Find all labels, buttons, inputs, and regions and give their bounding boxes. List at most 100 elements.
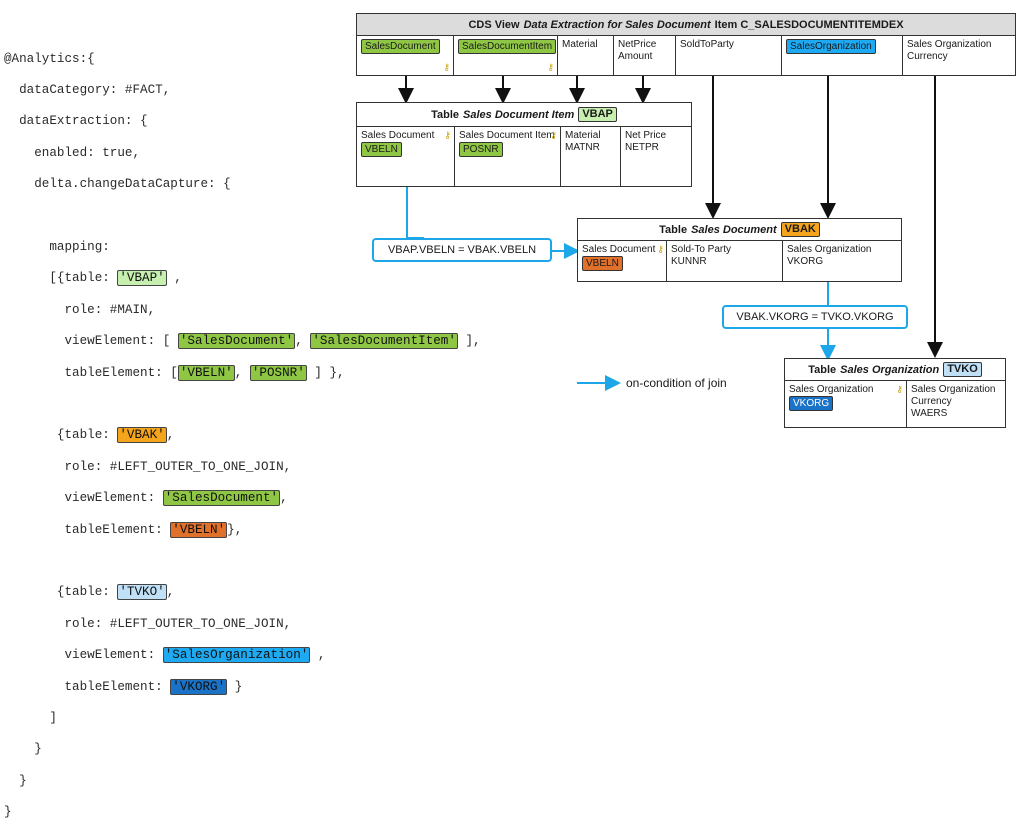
code-line: tableElement: 'VKORG' }	[4, 678, 481, 696]
vbak-title-text: Table	[659, 223, 688, 236]
cds-tag: SalesDocumentItem	[458, 39, 557, 54]
key-icon: ⚷	[444, 130, 451, 140]
code-line: viewElement: 'SalesDocument',	[4, 490, 481, 507]
code-line: ]	[4, 710, 57, 725]
join-condition-vbeln: VBAP.VBELN = VBAK.VBELN	[372, 238, 552, 262]
vbap-field: MATNR	[565, 142, 600, 153]
key-icon: ⚷	[443, 62, 450, 72]
code-line: tableElement: 'VBELN'},	[4, 521, 481, 539]
code-text: [{table:	[4, 271, 118, 286]
key-icon: ⚷	[896, 384, 903, 394]
code-text: ,	[166, 428, 175, 443]
vbak-label: Sales Organization	[787, 244, 872, 255]
code-text: }	[227, 679, 243, 694]
code-text: ] },	[306, 365, 345, 380]
legend-label: on-condition of join	[626, 376, 727, 390]
code-text: ,	[310, 648, 326, 663]
code-tag-vbap: 'VBAP'	[117, 270, 167, 287]
vbap-field: NETPR	[625, 142, 659, 153]
cds-title-text: Item C_SALESDOCUMENTITEMDEX	[714, 18, 904, 31]
code-text: ,	[234, 365, 250, 380]
cds-title-italic: Data Extraction for Sales Document	[523, 18, 711, 31]
code-text: },	[227, 522, 243, 537]
vbap-tag: VBAP	[578, 107, 617, 122]
vbak-label: Sales Document	[582, 244, 656, 255]
cds-title-text: CDS View	[468, 18, 520, 31]
code-text: {table:	[4, 585, 118, 600]
code-tag-salesorganization: 'SalesOrganization'	[162, 647, 311, 664]
vbak-field: KUNNR	[671, 256, 707, 267]
cds-col-netprice: NetPrice Amount	[614, 36, 676, 75]
cds-col-material: Material	[558, 36, 614, 75]
code-line: dataCategory: #FACT,	[4, 83, 171, 98]
code-line: }	[4, 805, 12, 820]
cds-tag: SalesDocument	[361, 39, 440, 54]
code-line: mapping:	[4, 240, 110, 255]
code-tag-vbeln: 'VBELN'	[170, 521, 228, 538]
vbap-label: Net Price	[625, 130, 667, 141]
code-line: {table: 'TVKO',	[4, 584, 481, 601]
code-tag-salesdocumentitem: 'SalesDocumentItem'	[310, 333, 458, 350]
tvko-tag: TVKO	[943, 362, 982, 377]
code-tag-vkorg: 'VKORG'	[170, 678, 228, 695]
join-condition-vkorg: VBAK.VKORG = TVKO.VKORG	[722, 305, 908, 329]
vbak-title-italic: Sales Document	[691, 223, 777, 236]
cds-col-salesorganization: SalesOrganization	[782, 36, 903, 75]
vbap-field-tag: VBELN	[361, 142, 402, 157]
cds-view-title: CDS View Data Extraction for Sales Docum…	[357, 14, 1015, 36]
code-text: tableElement: [	[4, 365, 178, 380]
vbak-field-tag: VBELN	[582, 256, 623, 271]
code-text: viewElement: [	[4, 334, 178, 349]
vbap-title-text: Table	[431, 108, 460, 121]
code-text: tableElement:	[4, 679, 171, 694]
code-line: enabled: true,	[4, 145, 141, 160]
vbap-field-tag: POSNR	[459, 142, 503, 157]
code-text: ,	[295, 334, 311, 349]
code-tag-vbak: 'VBAK'	[117, 427, 167, 444]
code-tag-vbeln: 'VBELN'	[177, 364, 235, 381]
cds-view-box: CDS View Data Extraction for Sales Docum…	[356, 13, 1016, 76]
code-text: viewElement:	[4, 491, 163, 506]
vbap-label: Material	[565, 130, 601, 141]
code-line: role: #LEFT_OUTER_TO_ONE_JOIN,	[4, 616, 292, 631]
cds-col-salesdocument: SalesDocument⚷	[357, 36, 454, 75]
vbak-label: Sold-To Party	[671, 244, 732, 255]
code-line: [{table: 'VBAP' ,	[4, 270, 481, 287]
code-text: viewElement:	[4, 648, 163, 663]
tvko-label: Sales Organization Currency	[911, 384, 996, 407]
code-tag-tvko: 'TVKO'	[117, 584, 167, 601]
cds-tag: SalesOrganization	[786, 39, 876, 54]
code-line: role: #MAIN,	[4, 302, 156, 317]
code-text: ,	[166, 585, 175, 600]
code-text: ],	[457, 334, 481, 349]
code-line: {table: 'VBAK',	[4, 427, 481, 444]
key-icon: ⚷	[657, 244, 664, 254]
code-tag-salesdocument: 'SalesDocument'	[162, 490, 281, 507]
code-line: delta.changeDataCapture: {	[4, 177, 231, 192]
code-text: ,	[280, 491, 288, 506]
tvko-field: WAERS	[911, 408, 948, 419]
code-line: dataExtraction: {	[4, 114, 148, 129]
vbap-label: Sales Document	[361, 130, 435, 141]
code-line: tableElement: ['VBELN', 'POSNR' ] },	[4, 364, 481, 382]
code-line: viewElement: [ 'SalesDocument', 'SalesDo…	[4, 333, 481, 350]
key-icon: ⚷	[550, 130, 557, 140]
vbak-field: VKORG	[787, 256, 824, 267]
code-line: @Analytics:{	[4, 51, 95, 66]
tvko-label: Sales Organization	[789, 384, 874, 395]
